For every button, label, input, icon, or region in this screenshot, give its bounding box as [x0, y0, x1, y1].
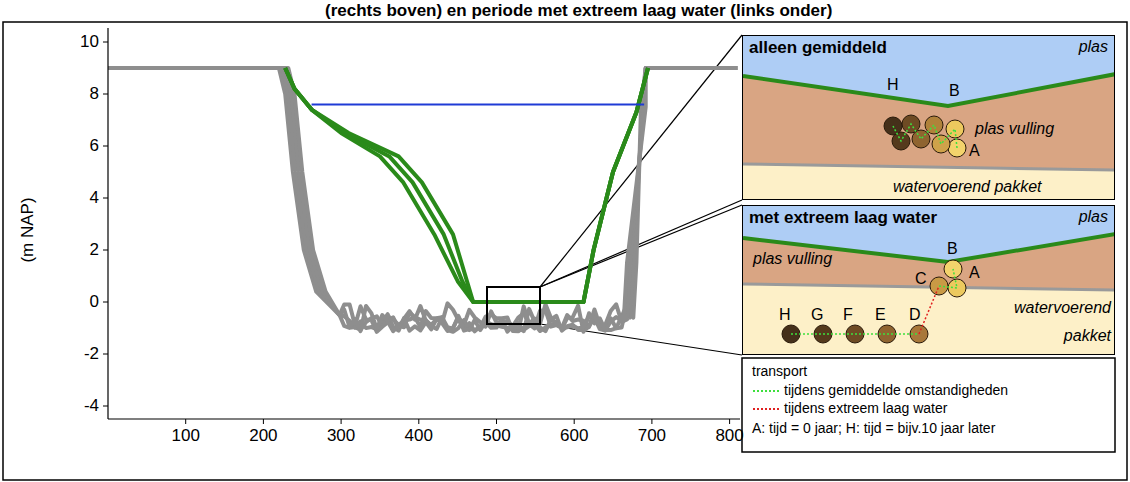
bed-profile: [108, 68, 737, 332]
point-letter: B: [949, 82, 960, 100]
bed-profile: [108, 68, 737, 331]
tick-label: 400: [405, 426, 433, 446]
lake-fill: [743, 234, 1115, 290]
tick-label: 8: [90, 84, 99, 104]
fill-profile: [285, 68, 648, 302]
tick-label: 800: [715, 426, 743, 446]
tick: [729, 419, 730, 424]
cross-section: [743, 36, 1115, 200]
layer-name: watervoerend pakket: [979, 294, 1111, 350]
tick-label: 100: [172, 426, 200, 446]
legend-text: tijdens extreem laag water: [784, 400, 947, 416]
point-letter: G: [811, 306, 823, 324]
tick: [103, 406, 108, 407]
legend-line: [753, 408, 779, 410]
legend-sample: [752, 386, 780, 396]
tick-label: 300: [327, 426, 355, 446]
panel-title: met extreem laag water: [749, 208, 937, 228]
point-letter: E: [875, 306, 886, 324]
layer-name: plas vulling: [975, 120, 1054, 138]
tick: [651, 419, 652, 424]
layer-name: plas: [1079, 208, 1108, 226]
zoom-leader: [540, 200, 742, 287]
x-axis: [108, 418, 740, 419]
point-letter: A: [969, 264, 980, 282]
bed-profile: [108, 68, 737, 332]
figure-title: (rechts boven) en periode met extreem la…: [325, 1, 832, 21]
tick: [574, 419, 575, 424]
tick: [103, 94, 108, 95]
tick: [103, 250, 108, 251]
lake-bottom: [743, 74, 1115, 106]
lake-fill: [743, 74, 1115, 170]
cross-section: [743, 206, 1115, 355]
fill-profile: [285, 68, 648, 302]
tick: [103, 198, 108, 199]
axis-title: (m NAP): [18, 197, 38, 262]
zoom-leader: [540, 205, 742, 287]
tick-label: -4: [84, 396, 99, 416]
zoom-panel: met extreem laag water plasBplas vullingC…: [742, 205, 1115, 355]
tick-label: 0: [90, 292, 99, 312]
tick: [103, 146, 108, 147]
layer-name: plas vulling: [753, 250, 832, 268]
tick-label: 500: [482, 426, 510, 446]
legend-heading: transport: [752, 363, 807, 379]
tick: [103, 42, 108, 43]
tick-label: 6: [90, 136, 99, 156]
point-letter: C: [915, 270, 927, 288]
y-axis: [107, 28, 108, 419]
point-letter: H: [779, 306, 791, 324]
tick-label: 600: [560, 426, 588, 446]
aquifer: [743, 164, 1115, 200]
tick: [418, 419, 419, 424]
transport-path: [919, 286, 939, 334]
point-letter: H: [887, 76, 899, 94]
legend-note: A: tijd = 0 jaar; H: tijd = bijv.10 jaar…: [752, 420, 995, 436]
outer-frame: [3, 22, 1127, 480]
tick-label: 200: [249, 426, 277, 446]
layer-name: plas: [1079, 38, 1108, 56]
legend-sample: [752, 404, 780, 414]
tick-label: -2: [84, 344, 99, 364]
layer-name: watervoerend pakket: [893, 178, 1042, 196]
transport-path: [939, 269, 957, 288]
zoom-leader: [540, 324, 742, 355]
tick-label: 700: [638, 426, 666, 446]
tick: [496, 419, 497, 424]
tick: [103, 302, 108, 303]
tick-label: 2: [90, 240, 99, 260]
aquifer: [743, 284, 1115, 355]
point-letter: D: [909, 306, 921, 324]
legend-text: tijdens gemiddelde omstandigheden: [784, 382, 1008, 398]
fill-profile: [285, 68, 648, 302]
panel-title: alleen gemiddeld: [749, 38, 887, 58]
transport-path: [791, 333, 919, 335]
tick: [263, 419, 264, 424]
legend-line: [753, 390, 779, 392]
base-line: [743, 164, 1115, 170]
tick: [103, 354, 108, 355]
point-letter: B: [947, 240, 958, 258]
particle: [932, 135, 950, 153]
particle: [948, 279, 966, 297]
transport-path: [893, 124, 957, 148]
tick-label: 4: [90, 188, 99, 208]
zoom-panel: alleen gemiddeld plasH Bplas vullingAwater…: [742, 35, 1115, 200]
bed-profile: [108, 68, 737, 332]
point-letter: A: [969, 142, 980, 160]
point-letter: F: [843, 306, 853, 324]
base-line: [743, 284, 1115, 290]
tick: [341, 419, 342, 424]
legend-box: [742, 358, 1115, 452]
tick-label: 10: [80, 32, 99, 52]
water-level: [312, 103, 645, 105]
tick: [185, 419, 186, 424]
zoom-rect: [487, 287, 540, 324]
